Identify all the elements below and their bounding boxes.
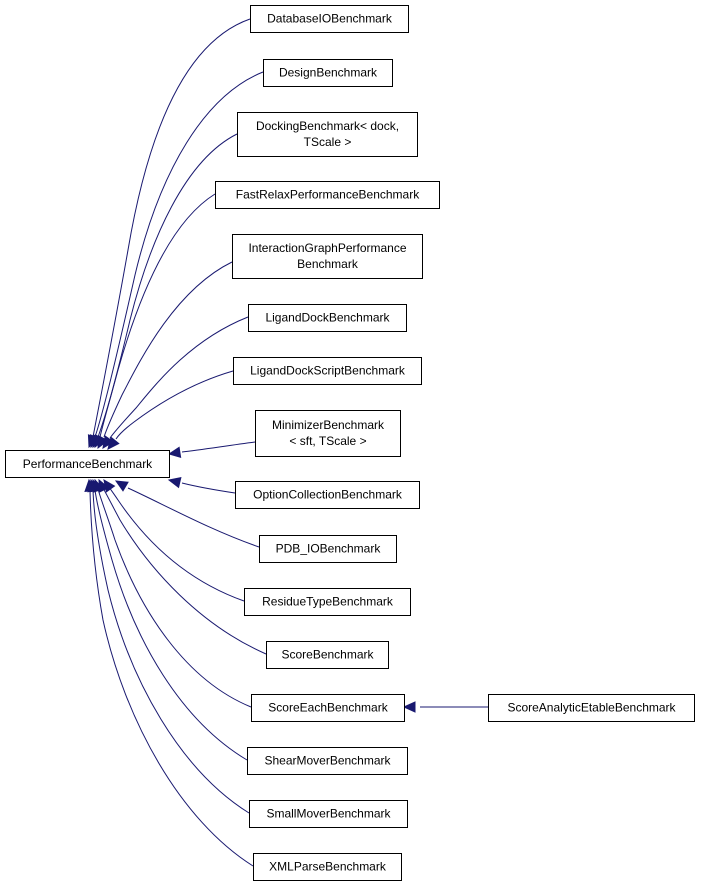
edge-ligand-to-root [102, 316, 249, 449]
edge-pdb-to-root [114, 480, 260, 548]
node-box [237, 112, 418, 157]
class-node-score[interactable]: ScoreBenchmark [266, 641, 389, 669]
node-box [244, 588, 411, 616]
class-node-fastrelax[interactable]: FastRelaxPerformanceBenchmark [215, 181, 440, 209]
edge-line [89, 490, 254, 867]
class-node-shear[interactable]: ShearMoverBenchmark [247, 747, 408, 775]
node-label: ResidueTypeBenchmark [262, 595, 394, 609]
edge-ligandscript-to-root [107, 370, 234, 450]
node-label: XMLParseBenchmark [269, 860, 387, 874]
edge-line [99, 193, 216, 438]
node-label: < sft, TScale > [289, 434, 366, 448]
edge-line [181, 482, 236, 494]
arrowhead-icon [167, 476, 182, 489]
edge-line [94, 489, 248, 761]
node-label: ScoreBenchmark [281, 648, 374, 662]
edge-line [102, 487, 267, 655]
edge-docking-to-root [92, 133, 238, 449]
edge-interaction-to-root [97, 261, 233, 450]
node-label: ScoreEachBenchmark [268, 701, 388, 715]
node-label: Benchmark [297, 257, 359, 271]
inheritance-edges [84, 18, 488, 867]
arrowhead-icon [97, 435, 109, 450]
node-label: SmallMoverBenchmark [266, 807, 391, 821]
node-label: LigandDockScriptBenchmark [250, 364, 406, 378]
node-label: DesignBenchmark [279, 66, 378, 80]
node-label: MinimizerBenchmark [272, 418, 385, 432]
edge-xml-to-root [84, 478, 254, 867]
edge-line [109, 316, 249, 439]
class-node-minimizer[interactable]: MinimizerBenchmark < sft, TScale > [255, 410, 401, 457]
class-node-pdb[interactable]: PDB_IOBenchmark [259, 535, 397, 563]
arrowhead-icon [107, 436, 120, 450]
edge-option-to-root [167, 476, 236, 494]
node-box [215, 181, 440, 209]
class-node-design[interactable]: DesignBenchmark [263, 59, 393, 87]
node-box [488, 694, 695, 722]
edge-line [97, 488, 252, 708]
arrowhead-icon [402, 701, 416, 713]
node-box [233, 357, 422, 385]
class-node-ligandscript[interactable]: LigandDockScriptBenchmark [233, 357, 422, 385]
node-label: OptionCollectionBenchmark [253, 488, 403, 502]
edge-line [108, 486, 245, 602]
edge-line [92, 490, 250, 814]
node-label: FastRelaxPerformanceBenchmark [236, 188, 420, 202]
node-label: InteractionGraphPerformance [248, 241, 406, 255]
node-label: PerformanceBenchmark [23, 457, 153, 471]
node-box [249, 800, 408, 828]
node-box [247, 747, 408, 775]
edge-minimizer-to-root [167, 441, 256, 458]
node-box [250, 5, 409, 33]
class-node-scoreeach[interactable]: ScoreEachBenchmark [251, 694, 405, 722]
edge-residue-to-root [103, 479, 245, 602]
node-box [235, 481, 420, 509]
node-label: ScoreAnalyticEtableBenchmark [507, 701, 676, 715]
arrowhead-icon [167, 446, 182, 458]
edge-line [92, 18, 251, 438]
node-box [253, 853, 402, 881]
edge-line [103, 261, 233, 438]
class-node-small[interactable]: SmallMoverBenchmark [249, 800, 408, 828]
node-box [5, 450, 170, 478]
edge-shear-to-root [89, 478, 248, 761]
arrowhead-icon [84, 478, 96, 492]
edge-line [115, 370, 234, 440]
edge-analytic-to-scoreeach [402, 701, 488, 713]
edge-fastrelax-to-root [94, 193, 216, 449]
arrowhead-icon [114, 480, 129, 492]
class-node-xml[interactable]: XMLParseBenchmark [253, 853, 402, 881]
arrowhead-icon [102, 435, 115, 449]
node-box [255, 410, 401, 457]
node-box [248, 304, 407, 332]
class-node-root[interactable]: PerformanceBenchmark [5, 450, 170, 478]
class-node-ligand[interactable]: LigandDockBenchmark [248, 304, 407, 332]
edge-line [94, 71, 264, 438]
class-node-analytic[interactable]: ScoreAnalyticEtableBenchmark [488, 694, 695, 722]
node-box [251, 694, 405, 722]
edge-line [127, 487, 260, 548]
node-label: TScale > [304, 135, 352, 149]
edge-db-to-root [87, 18, 251, 449]
class-node-docking[interactable]: DockingBenchmark< dock, TScale > [237, 112, 418, 157]
node-box [263, 59, 393, 87]
node-label: LigandDockBenchmark [265, 311, 390, 325]
node-label: PDB_IOBenchmark [276, 542, 382, 556]
class-node-db[interactable]: DatabaseIOBenchmark [250, 5, 409, 33]
node-box [259, 535, 397, 563]
edge-line [181, 441, 256, 453]
class-nodes: PerformanceBenchmark DatabaseIOBenchmarkD… [5, 5, 695, 881]
node-box [232, 234, 423, 279]
node-label: DockingBenchmark< dock, [256, 119, 399, 133]
class-node-option[interactable]: OptionCollectionBenchmark [235, 481, 420, 509]
class-node-residue[interactable]: ResidueTypeBenchmark [244, 588, 411, 616]
node-label: DatabaseIOBenchmark [267, 12, 393, 26]
node-label: ShearMoverBenchmark [264, 754, 391, 768]
node-box [266, 641, 389, 669]
